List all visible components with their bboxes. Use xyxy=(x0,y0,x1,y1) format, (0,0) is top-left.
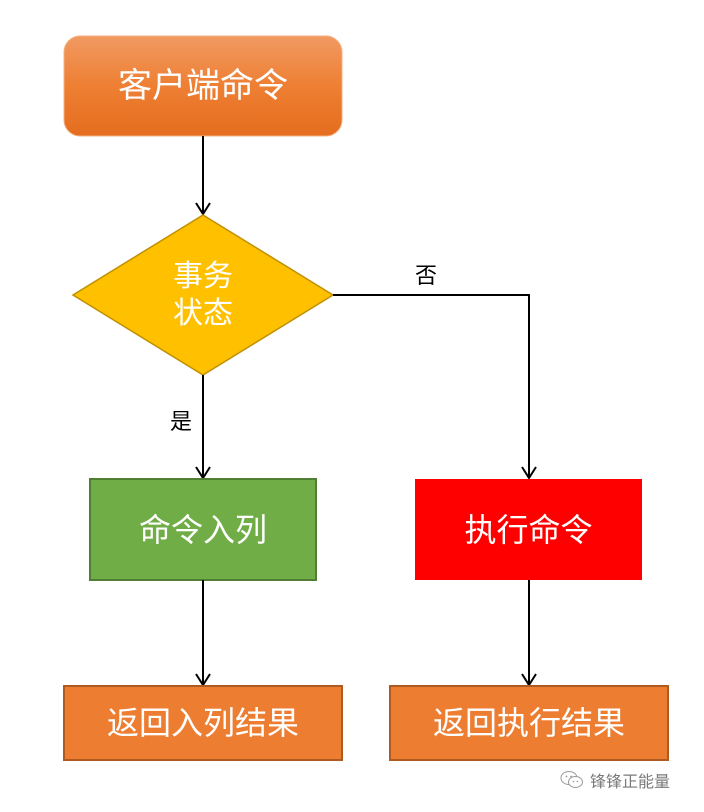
watermark: 锋锋正能量 xyxy=(560,768,670,792)
execute-node-label: 执行命令 xyxy=(464,510,593,549)
enqueue-node-label: 命令入列 xyxy=(138,510,267,549)
yes-edge-label: 是 xyxy=(170,410,193,435)
return-enqueue-node: 返回入列结果 xyxy=(64,686,342,760)
decision-node: 事务 状态 xyxy=(73,215,333,375)
execute-node: 执行命令 xyxy=(415,479,642,580)
enqueue-node-shape xyxy=(89,478,317,581)
enqueue-node: 命令入列 xyxy=(90,479,316,580)
return-execute-node: 返回执行结果 xyxy=(390,686,668,760)
arrowhead-decision xyxy=(195,202,211,216)
return-execute-node-label: 返回执行结果 xyxy=(432,704,625,742)
watermark-text: 锋锋正能量 xyxy=(590,772,671,791)
start-node-label: 客户端命令 xyxy=(118,65,288,106)
return-enqueue-node-shape xyxy=(63,685,343,761)
execute-node-shape xyxy=(415,479,642,580)
no-edge-label: 否 xyxy=(415,264,438,289)
return-execute-node-shape xyxy=(389,685,669,761)
return-enqueue-node-label: 返回入列结果 xyxy=(106,704,299,742)
arrowhead-execute xyxy=(521,466,537,480)
edge-decision-to-execute xyxy=(333,294,530,478)
decision-node-label-line2: 状态 xyxy=(173,296,233,331)
wechat-icon xyxy=(560,771,583,788)
decision-node-label-line1: 事务 xyxy=(173,258,233,294)
start-node: 客户端命令 xyxy=(64,36,342,136)
